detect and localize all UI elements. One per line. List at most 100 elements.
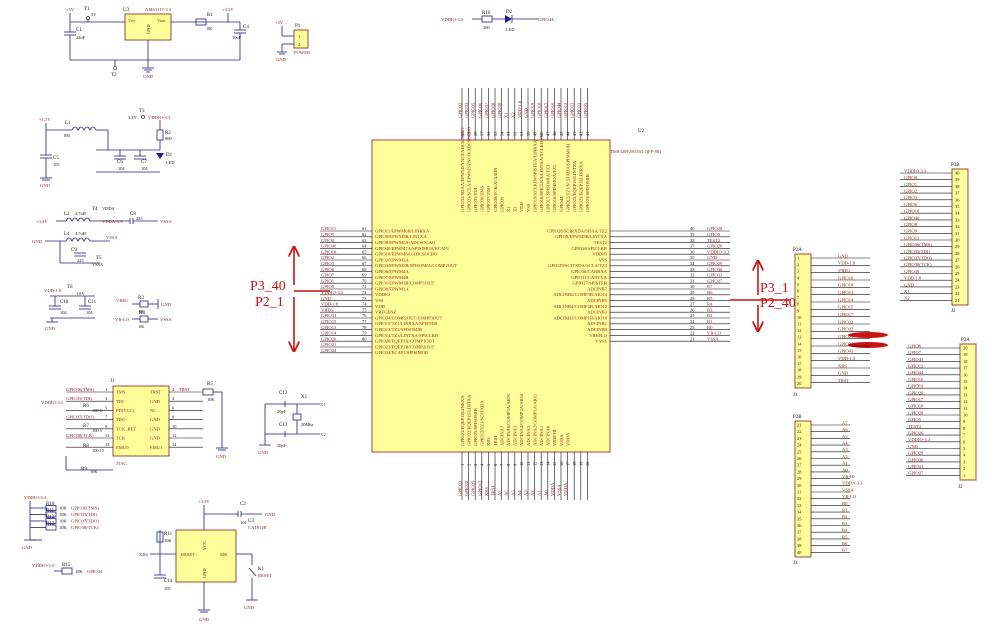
mcu-left-pin-number: 80 [362, 336, 367, 341]
mcu-bottom-pin-number: 8 [506, 463, 511, 466]
mcu-top-pin-number: 42 [579, 132, 584, 136]
mcu-right-pin-number: 40 [690, 226, 695, 231]
pullup-value: 10K [59, 519, 67, 524]
p3a-net: GPIO7 [908, 350, 922, 355]
mcu-right-net: B1 [707, 319, 713, 324]
p3a-pin-number: 11 [963, 406, 967, 411]
mcu-left-pin-function: GPIO15/TZ1/LINRXA/SPISTEB [375, 321, 437, 326]
d2-ref: D2 [506, 10, 513, 15]
mcu-top-net: GPIO23 [576, 102, 581, 118]
p3a-net: GND [908, 444, 919, 449]
p2b-net: A7 [842, 420, 848, 425]
r15-value: 10K [75, 569, 83, 574]
mcu-top-net: GPIO25 [583, 102, 588, 118]
p3a-pin-number: 4 [963, 453, 966, 458]
p3a-net: GPIO44 [908, 370, 924, 375]
mcu-bottom-net: GPIO22 [464, 480, 469, 496]
mcu-top-net: X1 [504, 112, 509, 118]
mcu-right-pin-function: ADCINB6/COMP3B/AIO14 [553, 292, 607, 297]
p3a-net: GPIO12 [908, 364, 924, 369]
p3b-net: GPIO36(TMS) [904, 242, 932, 247]
p3b-ref: P3B [951, 163, 960, 168]
p2a-net: GND [838, 371, 849, 376]
mcu-left-pin-number: 67 [362, 261, 367, 266]
mcu-top-pin-number: 41 [585, 132, 590, 136]
p3a-net: VDDIO-3.3 [908, 437, 931, 442]
jtag-left-net: GPIO35(TDI) [66, 396, 92, 401]
mcu-left-net: GPIO13 [321, 325, 337, 330]
p2b-net: A0 [842, 467, 848, 472]
mcu-left-pin-number: 65 [362, 249, 367, 254]
jtag-right-net: TRST [179, 387, 190, 392]
mcu-top-net: GPIO32 [458, 102, 463, 118]
p3a-net: GPIO31 [908, 464, 924, 469]
t6-volt: 1.8V [76, 291, 85, 296]
regulator-gnd-pin: GND [146, 24, 151, 34]
p2a-net: GPIO33 [838, 341, 854, 346]
p2b-body [794, 420, 812, 558]
mcu-right-pin-function: VSS [599, 257, 608, 262]
mcu-left-net: GPIO24 [321, 348, 337, 353]
d1-name: LED [166, 160, 175, 165]
p2a-net: VREG [838, 268, 851, 273]
mcu-right-pin-function: TEST2 [594, 240, 608, 245]
mcu-bottom-pin-function: ADCINA1 [539, 425, 544, 446]
mcu-right-pin-function: ADCINB7 [587, 286, 608, 291]
mcu-top-net: GPIO44 [557, 102, 562, 118]
jtag-right-pin-name: GND [150, 436, 161, 441]
p2a-net: GPIO18 [838, 283, 854, 288]
mcu-left-pin-function: GPIO21/EQEP1B/COMP2OUT [375, 344, 435, 349]
mcu-left-pin-number: 66 [362, 255, 367, 260]
mcu-left-net: GPIO6 [321, 267, 335, 272]
p3a-pin-number: 6 [963, 439, 966, 444]
mcu-body [371, 139, 611, 453]
p3a-net: GPIO16 [908, 377, 924, 382]
c6-value: 104 [118, 166, 125, 171]
mcu-left-net: GND [321, 296, 332, 301]
p2a-footer: J1 [793, 393, 798, 398]
mcu-bottom-pin-number: 20 [585, 461, 590, 466]
crystal-block: C12 20pF C13 20pF X1 20Mhz GND X1 X2 [258, 391, 326, 455]
mcu-bottom-net: GPIO23 [458, 480, 463, 496]
mcu-top-pins: GPIO3260GPIO32/SDAA/EPWMSYNCI/ADCSOCAOGP… [458, 88, 590, 212]
p2a-net: GPIO15 [838, 305, 854, 310]
p3b-net: GPIO3 [904, 195, 918, 200]
p3b-net: GPIO39 [904, 269, 920, 274]
p3a-net: GPIO29 [908, 451, 924, 456]
mcu-bottom-pin-number: 18 [572, 461, 577, 466]
pullup-gnd: GND [22, 545, 33, 550]
r2-value: 800 [165, 136, 172, 141]
jtag-right-pin-number: 14 [172, 442, 177, 447]
mcu-bottom-net: GPIO25 [471, 480, 476, 496]
p2b-net: A1 [842, 461, 848, 466]
p2b-net: A6 [842, 427, 848, 432]
mcu-left-net: GPIO21 [321, 342, 337, 347]
mcu-bottom-pin-function: ADCINA5 [513, 425, 518, 446]
resistor-r1 [195, 18, 207, 26]
mcu-right-pin-number: 23 [690, 325, 695, 330]
jtag-left-pin-number: 7 [105, 415, 108, 420]
p2b-net: VR-HI [842, 474, 855, 479]
reset-xrs: XRS [139, 552, 148, 557]
p3b-pin-number: 23 [955, 284, 960, 289]
pullup-resistor [45, 505, 57, 511]
p2b-net: VR-LO [842, 494, 857, 499]
mcu-top-pin-number: 43 [572, 131, 577, 136]
c6-ref: C6 [117, 160, 123, 165]
mcu-right-pin-number: 26 [690, 307, 695, 312]
mcu-top-net: GPIO36 [477, 102, 482, 118]
mcu-bottom-pin-number: 1 [460, 464, 465, 466]
mcu-bottom-net: A6 [504, 490, 509, 496]
mcu-top-pin-function: GPIO35/TDI [473, 187, 478, 212]
k1-ref: K1 [258, 567, 265, 572]
mcu-right-pin-number: 31 [690, 278, 694, 283]
p2b-footer: J1 [793, 561, 798, 566]
mcu-top-pin-function: GPIO23/EQEP1I/LINRXA [579, 161, 584, 212]
c13-value: 20pF [277, 443, 287, 448]
mcu-top-pin-number: 50 [526, 131, 531, 136]
p2a-pin-number: 1 [797, 256, 799, 261]
mcu-bottom-pin-function: ADCINA4/COMP2A/AIO4 [519, 393, 524, 446]
mcu-right-net: GPIO30 [707, 267, 723, 272]
mcu-bottom-net: A1 [537, 490, 542, 496]
